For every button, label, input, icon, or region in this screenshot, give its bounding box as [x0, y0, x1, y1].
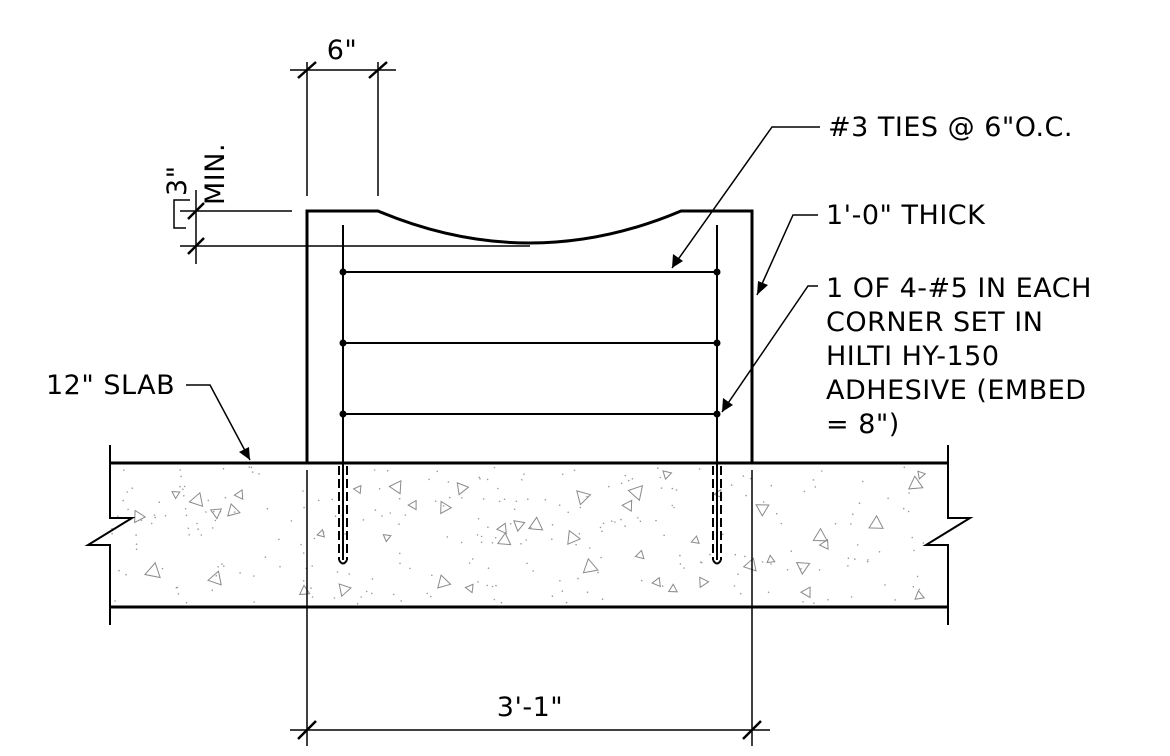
- dowel-callout-line-4: ADHESIVE (EMBED: [826, 375, 1087, 406]
- concrete-pedestal: [305, 209, 754, 463]
- embedded-dowel-left: [338, 466, 348, 565]
- dimension-min-depth: 3" MIN.: [162, 143, 530, 264]
- slab-break-line-left: [84, 445, 136, 625]
- reinforcement: [338, 225, 722, 565]
- thickness-callout-text: 1'-0" THICK: [826, 200, 986, 231]
- slab-callout-text: 12" SLAB: [46, 370, 175, 401]
- embedded-dowel-right: [712, 466, 722, 565]
- slab-break-line-right: [922, 445, 974, 625]
- dowel-callout-line-1: 1 OF 4-#5 IN EACH: [826, 273, 1092, 304]
- wall-thickness-dim-text: 6": [327, 35, 358, 66]
- dowel-callout-line-5: = 8"): [826, 409, 900, 440]
- rebar-dots: [339, 268, 721, 418]
- ties-callout-text: #3 TIES @ 6"O.C.: [828, 112, 1073, 143]
- dowel-callout-line-3: HILTI HY-150: [826, 341, 1000, 372]
- callout-thickness: 1'-0" THICK: [756, 200, 986, 296]
- callout-dowels: 1 OF 4-#5 IN EACH CORNER SET IN HILTI HY…: [721, 273, 1092, 440]
- dowel-callout-line-2: CORNER SET IN: [826, 307, 1043, 338]
- overall-width-dim-text: 3'-1": [497, 692, 563, 723]
- min-label-text: MIN.: [200, 143, 231, 205]
- dimension-wall-thickness: 6": [290, 35, 396, 196]
- pedestal-outline: [305, 209, 754, 463]
- concrete-aggregate-hatch: [111, 466, 927, 605]
- callout-slab: 12" SLAB: [46, 370, 251, 461]
- dimension-overall-width: 3'-1": [290, 470, 770, 746]
- concrete-slab: [84, 445, 974, 625]
- callout-ties: #3 TIES @ 6"O.C.: [671, 112, 1073, 269]
- min-depth-dim-text: 3": [162, 165, 193, 196]
